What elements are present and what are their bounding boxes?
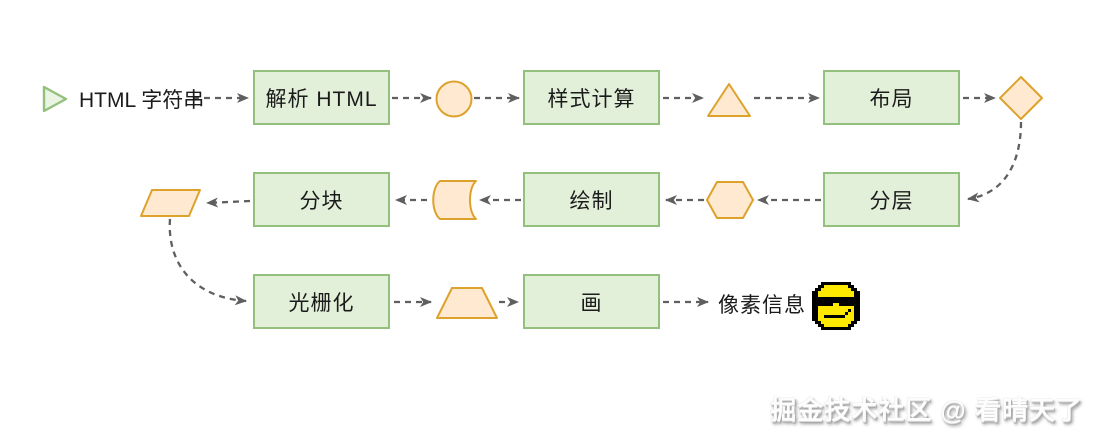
stored-data-shape (432, 180, 477, 220)
node-label: 光栅化 (288, 291, 355, 315)
node-label: 样式计算 (547, 87, 636, 111)
connector-diamond-to-layer (967, 121, 1023, 203)
watermark: 掘金技术社区 @ 看晴天了 (770, 395, 1083, 425)
triangle-right-icon (42, 85, 68, 113)
circle-shape (435, 80, 473, 118)
node-label: 布局 (869, 87, 914, 111)
node-layout: 布局 (823, 70, 960, 125)
node-rasterize: 光栅化 (253, 274, 390, 329)
node-style-calc: 样式计算 (523, 70, 660, 125)
node-label: 分层 (869, 189, 914, 213)
parallelogram-shape (140, 189, 201, 217)
node-label: 画 (580, 291, 603, 315)
node-parse-html: 解析 HTML (253, 70, 390, 125)
node-tile: 分块 (253, 172, 390, 227)
start-label: HTML 字符串 (79, 89, 205, 112)
connector-tile-to-parallelogram (206, 197, 251, 208)
node-layer: 分层 (823, 172, 960, 227)
pixel-info-label: 像素信息 (718, 294, 806, 317)
diamond-shape (999, 76, 1043, 120)
node-paint: 绘制 (523, 172, 660, 227)
node-label: 绘制 (569, 189, 614, 213)
triangle-shape (707, 83, 751, 117)
cool-smiley-icon (812, 282, 860, 330)
node-label: 解析 HTML (265, 87, 378, 111)
node-label: 分块 (299, 189, 344, 213)
connector-parallelogram-to-raster (168, 218, 247, 306)
start-item: HTML 字符串 (41, 84, 204, 114)
trapezoid-shape (436, 287, 498, 319)
hexagon-shape (706, 181, 754, 219)
node-draw: 画 (523, 274, 660, 329)
